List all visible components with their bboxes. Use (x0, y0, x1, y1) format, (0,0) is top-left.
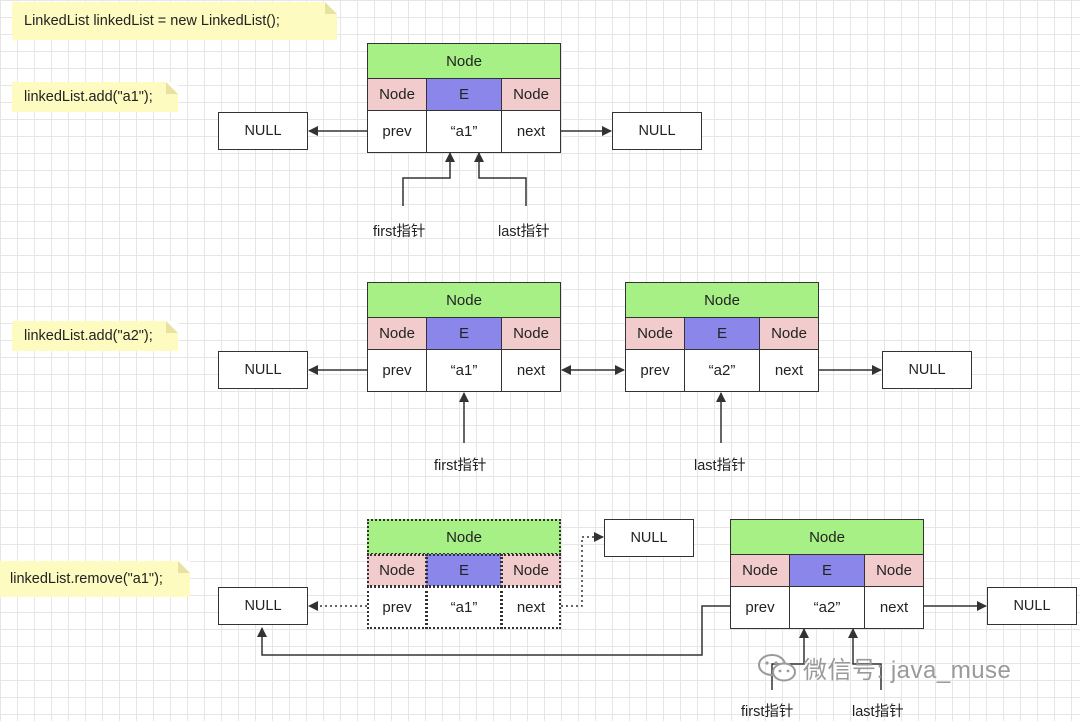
node-prev: prev (367, 586, 427, 629)
node-a1: Node Node E Node prev “a1” next (367, 282, 561, 392)
node-elem-type: E (426, 554, 502, 587)
node-value: “a1” (426, 586, 502, 629)
node-prev-type: Node (367, 78, 427, 111)
node-prev-type: Node (625, 317, 685, 350)
arrow-removed-next-null (561, 532, 604, 607)
null-label: NULL (244, 123, 282, 139)
null-label: NULL (1013, 598, 1051, 614)
watermark-text: 微信号: java_muse (803, 657, 1012, 684)
last-pointer-label: last指针 (498, 224, 550, 240)
null-box: NULL (612, 112, 702, 150)
note-remove-a1: linkedList.remove("a1"); (0, 561, 190, 597)
note-init-text: LinkedList linkedList = new LinkedList()… (24, 12, 280, 29)
note-add-a1-text: linkedList.add("a1"); (24, 88, 153, 105)
null-box: NULL (604, 519, 694, 557)
node-next-type: Node (864, 554, 924, 587)
node-value: “a1” (426, 349, 502, 392)
note-add-a2-text: linkedList.add("a2"); (24, 327, 153, 344)
node-next: next (501, 586, 561, 629)
null-box: NULL (882, 351, 972, 389)
node-a2: Node Node E Node prev “a2” next (730, 519, 924, 629)
node-prev: prev (367, 349, 427, 392)
null-box: NULL (218, 587, 308, 625)
first-pointer-label: first指针 (741, 704, 794, 720)
node-next: next (501, 110, 561, 153)
node-prev: prev (730, 586, 790, 629)
node-value: “a2” (684, 349, 760, 392)
null-label: NULL (638, 123, 676, 139)
node-elem-type: E (426, 317, 502, 350)
null-box: NULL (218, 112, 308, 150)
node-header: Node (625, 282, 819, 318)
node-prev: prev (625, 349, 685, 392)
first-pointer-label: first指针 (373, 224, 426, 240)
node-next: next (759, 349, 819, 392)
node-elem-type: E (684, 317, 760, 350)
node-elem-type: E (426, 78, 502, 111)
node-a2: Node Node E Node prev “a2” next (625, 282, 819, 392)
node-prev: prev (367, 110, 427, 153)
node-next-type: Node (501, 554, 561, 587)
node-header: Node (367, 282, 561, 318)
last-pointer-label: last指针 (852, 704, 904, 720)
node-prev-type: Node (367, 317, 427, 350)
watermark: 微信号: java_muse (757, 650, 1011, 685)
node-next: next (864, 586, 924, 629)
node-a1: Node Node E Node prev “a1” next (367, 43, 561, 153)
arrow-last-a2-3 (848, 628, 882, 690)
arrow-first-a1 (402, 152, 455, 206)
null-box: NULL (218, 351, 308, 389)
null-label: NULL (630, 530, 668, 546)
note-add-a1: linkedList.add("a1"); (12, 82, 178, 112)
note-remove-a1-text: linkedList.remove("a1"); (10, 570, 163, 587)
node-a1-removed: Node Node E Node prev “a1” next (367, 519, 561, 629)
null-label: NULL (244, 598, 282, 614)
node-header: Node (367, 43, 561, 79)
node-value: “a1” (426, 110, 502, 153)
null-label: NULL (244, 362, 282, 378)
node-next-type: Node (501, 78, 561, 111)
node-header: Node (730, 519, 924, 555)
node-next: next (501, 349, 561, 392)
null-label: NULL (908, 362, 946, 378)
node-value: “a2” (789, 586, 865, 629)
node-next-type: Node (501, 317, 561, 350)
arrow-last-a1 (474, 152, 527, 206)
node-header: Node (367, 519, 561, 555)
wechat-icon (758, 653, 796, 681)
note-init: LinkedList linkedList = new LinkedList()… (12, 2, 337, 40)
first-pointer-label: first指针 (434, 458, 487, 474)
node-elem-type: E (789, 554, 865, 587)
node-next-type: Node (759, 317, 819, 350)
last-pointer-label: last指针 (694, 458, 746, 474)
null-box: NULL (987, 587, 1077, 625)
note-add-a2: linkedList.add("a2"); (12, 321, 178, 351)
arrow-a2-prev-null (257, 605, 731, 656)
node-prev-type: Node (367, 554, 427, 587)
node-prev-type: Node (730, 554, 790, 587)
